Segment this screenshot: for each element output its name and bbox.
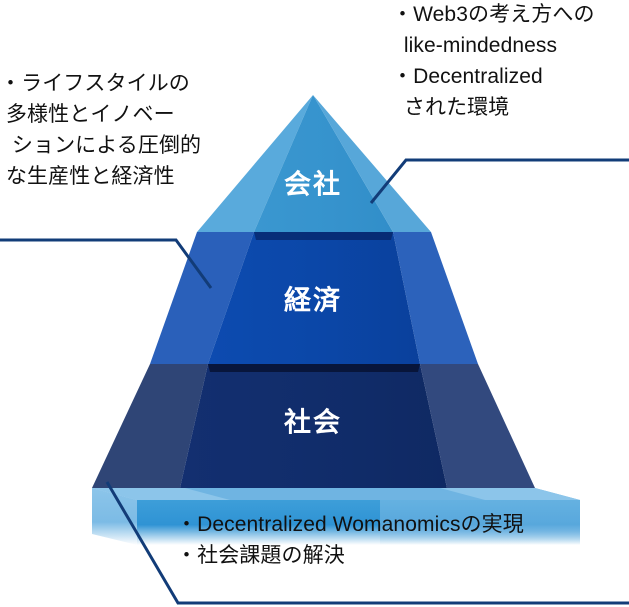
pedestal-top-right-band (440, 488, 580, 500)
annotation-top-right-text: ・Web3の考え方への like-mindedness ・Decentraliz… (392, 3, 595, 120)
connector-left-line (0, 238, 213, 289)
pedestal-left-face (92, 488, 137, 545)
tier-company-right-face (313, 95, 431, 232)
tier-society-right-face (420, 364, 535, 488)
tier-economy (150, 232, 478, 364)
pedestal-group (92, 488, 580, 545)
tier-society-top-shadow (208, 364, 420, 372)
tier-society (92, 364, 535, 488)
tier-company-front-face (254, 95, 393, 232)
connector-bottom-line (105, 481, 629, 605)
tier-label-economy: 経済 (284, 285, 342, 316)
annotation-left-text: ・ライフスタイルの 多様性とイノベー ションによる圧倒的 な生産性と経済性 (0, 72, 202, 189)
tier-company-left-face (197, 95, 313, 232)
connector-top-right-line (369, 158, 629, 204)
tier-society-front-face (180, 364, 447, 488)
annotation-bottom-text: ・Decentralized Womanomicsの実現 ・社会課題の解決 (176, 513, 524, 568)
pedestal-right-highlight (380, 500, 580, 545)
tier-economy-right-face (393, 232, 478, 364)
tier-economy-front-face (208, 232, 420, 364)
tier-label-society: 社会 (284, 407, 342, 438)
tier-label-company: 会社 (284, 169, 342, 200)
tier-economy-top-shadow (254, 232, 393, 240)
tier-company (197, 95, 431, 232)
tier-economy-left-face (150, 232, 254, 364)
tier-society-left-face-b (92, 364, 208, 488)
pedestal-top-left-band (92, 488, 230, 500)
